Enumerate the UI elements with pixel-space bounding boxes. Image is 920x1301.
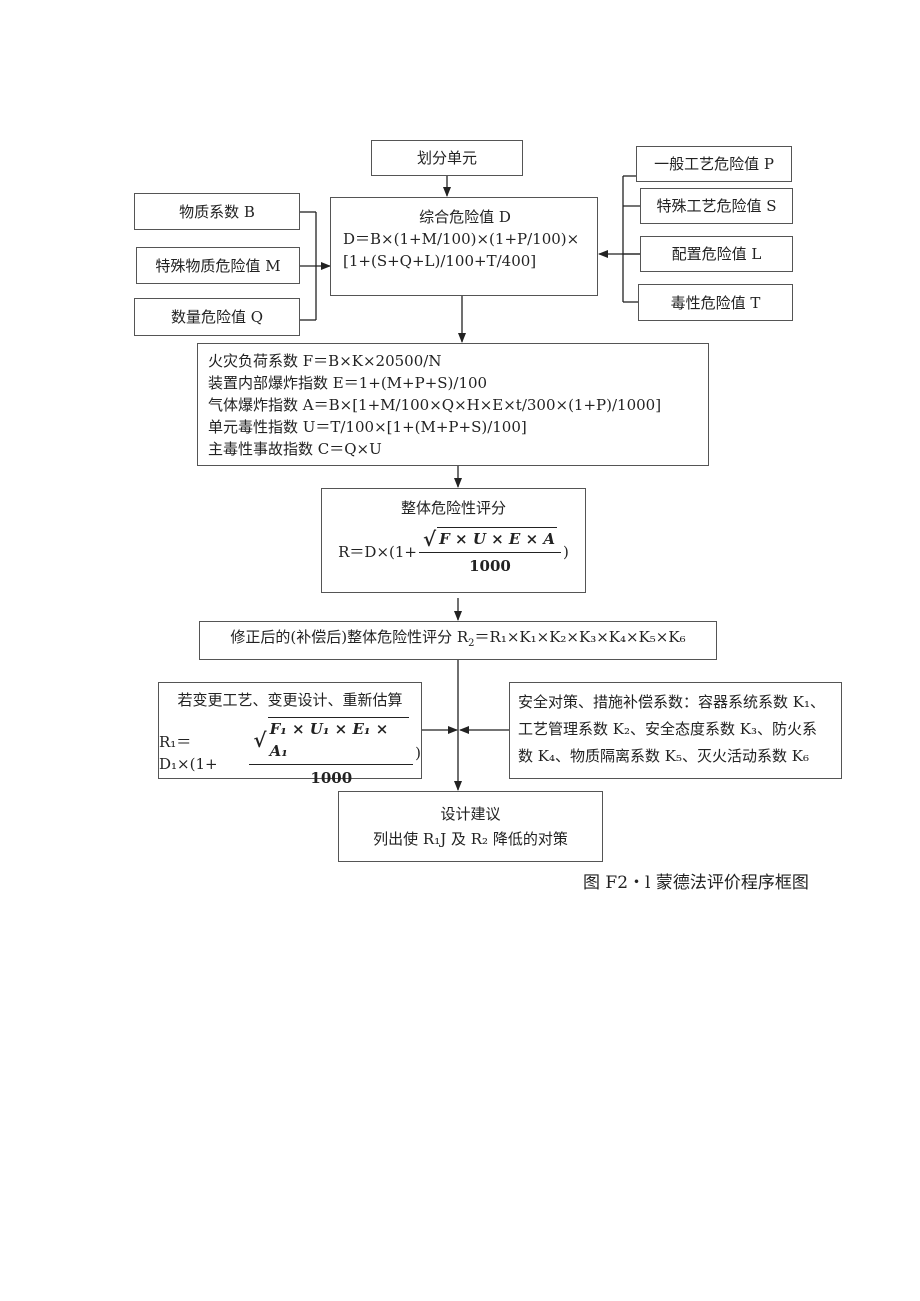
indices-box: 火灾负荷系数 F＝B×K×20500/N 装置内部爆炸指数 E＝1+(M+P+S…	[197, 343, 709, 466]
overall-formula: R＝D×(1+ √ F × U × E × A 1000 )	[322, 527, 585, 577]
general-process-box: 一般工艺危险值 P	[636, 146, 792, 182]
divide-unit-box: 划分单元	[371, 140, 523, 176]
composite-hazard-box: 综合危险值 D D＝B×(1+M/100)×(1+P/100)× [1+(S+Q…	[330, 197, 598, 296]
material-factor-box: 物质系数 B	[134, 193, 300, 230]
design-advice-detail: 列出使 R₁J 及 R₂ 降低的对策	[373, 830, 568, 848]
toxicity-hazard-box: 毒性危险值 T	[638, 284, 793, 321]
redesign-denominator: 1000	[249, 764, 414, 789]
layout-hazard-label: 配置危险值 L	[671, 245, 762, 263]
unit-toxicity-index: 单元毒性指数 U＝T/100×[1+(M+P+S)/100]	[208, 418, 527, 436]
redesign-formula-prefix: R₁＝D₁×(1+	[159, 733, 218, 773]
sqrt-icon: √	[423, 526, 437, 551]
corrected-label: 修正后的(补偿后)整体危险性评分 R	[230, 628, 469, 646]
special-material-box: 特殊物质危险值 M	[136, 247, 300, 284]
composite-title: 综合危险值 D	[419, 208, 511, 226]
corrected-risk-box: 修正后的(补偿后)整体危险性评分 R2＝R₁×K₁×K₂×K₃×K₄×K₅×K₆	[199, 621, 717, 660]
design-advice-box: 设计建议 列出使 R₁J 及 R₂ 降低的对策	[338, 791, 603, 862]
general-process-label: 一般工艺危险值 P	[654, 155, 774, 173]
corrected-subscript: 2	[468, 638, 475, 649]
figure-caption: 图 F2・l 蒙德法评价程序框图	[583, 873, 809, 893]
gas-explosion-index: 气体爆炸指数 A＝B×[1+M/100×Q×H×E×t/300×(1+P)/10…	[208, 396, 662, 414]
sqrt-icon: √	[253, 727, 267, 752]
internal-explosion-index: 装置内部爆炸指数 E＝1+(M+P+S)/100	[208, 374, 488, 392]
safety-measures-line3: 数 K₄、物质隔离系数 K₅、灭火活动系数 K₆	[518, 747, 809, 765]
redesign-fraction: √ F₁ × U₁ × E₁ × A₁ 1000	[249, 717, 414, 789]
redesign-title: 若变更工艺、变更设计、重新估算	[177, 691, 403, 709]
corrected-formula: ＝R₁×K₁×K₂×K₃×K₄×K₅×K₆	[474, 628, 686, 646]
special-process-box: 特殊工艺危险值 S	[640, 188, 793, 224]
overall-radicand: F × U × E × A	[437, 527, 557, 550]
special-process-label: 特殊工艺危险值 S	[656, 197, 777, 215]
toxicity-hazard-label: 毒性危险值 T	[670, 293, 761, 312]
redesign-formula: R₁＝D₁×(1+ √ F₁ × U₁ × E₁ × A₁ 1000 )	[159, 717, 421, 789]
safety-measures-line1: 安全对策、措施补偿系数：容器系统系数 K₁、	[518, 693, 825, 711]
redesign-radicand: F₁ × U₁ × E₁ × A₁	[267, 717, 410, 762]
redesign-formula-suffix: )	[415, 744, 421, 762]
overall-formula-suffix: )	[563, 543, 569, 561]
layout-hazard-box: 配置危险值 L	[640, 236, 793, 272]
safety-measures-box: 安全对策、措施补偿系数：容器系统系数 K₁、 工艺管理系数 K₂、安全态度系数 …	[509, 682, 842, 779]
quantity-hazard-box: 数量危险值 Q	[134, 298, 300, 336]
fire-load-index: 火灾负荷系数 F＝B×K×20500/N	[208, 352, 442, 370]
indices-inner: 火灾负荷系数 F＝B×K×20500/N 装置内部爆炸指数 E＝1+(M+P+S…	[208, 350, 698, 460]
quantity-hazard-label: 数量危险值 Q	[170, 308, 264, 326]
material-factor-label: 物质系数 B	[179, 202, 255, 221]
overall-title: 整体危险性评分	[400, 499, 506, 517]
safety-measures-line2: 工艺管理系数 K₂、安全态度系数 K₃、防火系	[518, 720, 817, 738]
main-toxic-accident-index: 主毒性事故指数 C＝Q×U	[208, 440, 382, 458]
design-advice-title: 设计建议	[440, 805, 501, 823]
overall-fraction: √ F × U × E × A 1000	[419, 527, 561, 577]
composite-formula-line2: [1+(S+Q+L)/100+T/400]	[343, 252, 537, 270]
overall-formula-prefix: R＝D×(1+	[338, 543, 417, 561]
overall-risk-box: 整体危险性评分 R＝D×(1+ √ F × U × E × A 1000 )	[321, 488, 586, 593]
special-material-label: 特殊物质危险值 M	[155, 256, 281, 275]
divide-unit-label: 划分单元	[416, 149, 477, 167]
composite-formula-line1: D＝B×(1+M/100)×(1+P/100)×	[343, 230, 580, 248]
overall-denominator: 1000	[419, 552, 561, 577]
redesign-box: 若变更工艺、变更设计、重新估算 R₁＝D₁×(1+ √ F₁ × U₁ × E₁…	[158, 682, 422, 787]
